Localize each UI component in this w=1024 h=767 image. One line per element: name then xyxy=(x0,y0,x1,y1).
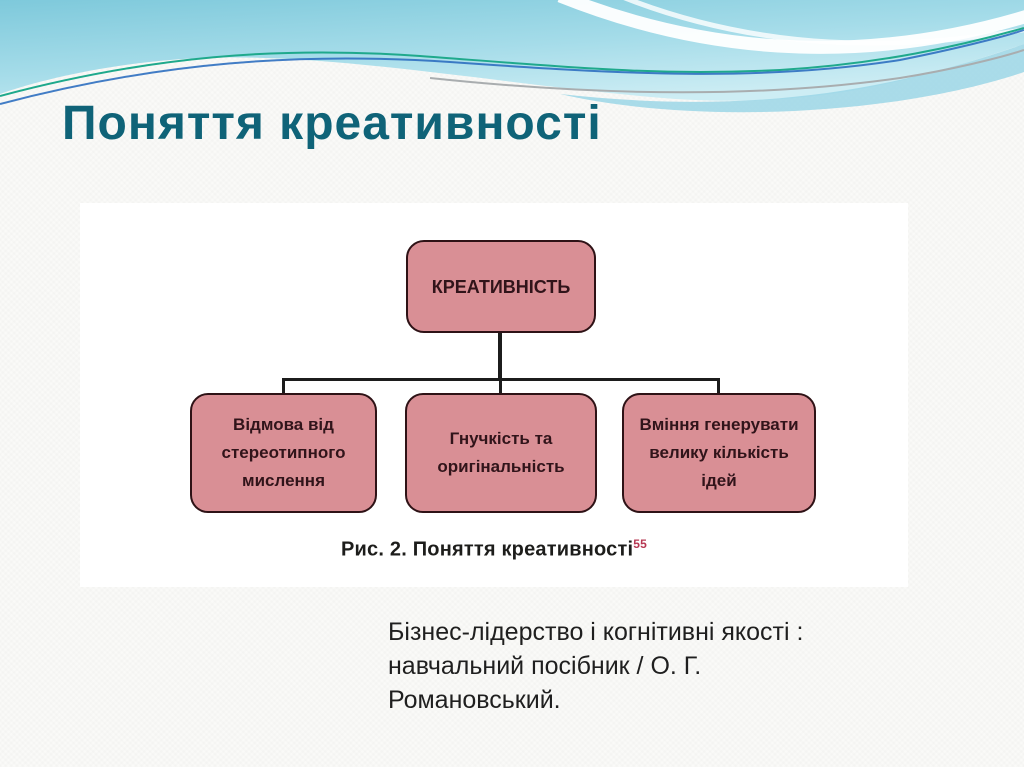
citation-line-3: Романовський. xyxy=(388,686,561,714)
connector-drop-right xyxy=(717,379,720,395)
slide-title: Поняття креативності xyxy=(62,97,602,150)
citation-line-1: Бізнес-лідерство і когнітивні якості : xyxy=(388,618,804,646)
citation-block: Бізнес-лідерство і когнітивні якості : н… xyxy=(388,615,858,717)
diagram-box-left-label: Відмова від стереотипного мислення xyxy=(221,415,346,490)
diagram-box-left: Відмова від стереотипного мислення xyxy=(190,393,377,513)
figure-caption-text: Рис. 2. Поняття креативності xyxy=(341,538,634,561)
citation-line-2: навчальний посібник / О. Г. xyxy=(388,652,702,680)
diagram-box-right: Вміння генерувати велику кількість ідей xyxy=(622,393,816,513)
connector-stem xyxy=(498,333,502,381)
figure-caption-footnote-ref: 55 xyxy=(633,537,647,551)
connector-drop-center xyxy=(499,379,502,395)
diagram-box-middle-label: Гнучкість та оригінальність xyxy=(437,429,565,476)
figure-caption: Рис. 2. Поняття креативності55 xyxy=(80,537,908,562)
diagram-root-box: КРЕАТИВНІСТЬ xyxy=(406,240,596,333)
diagram-box-right-label: Вміння генерувати велику кількість ідей xyxy=(639,415,799,490)
diagram-box-middle: Гнучкість та оригінальність xyxy=(405,393,597,513)
connector-drop-left xyxy=(282,379,285,395)
figure-panel: КРЕАТИВНІСТЬ Відмова від стереотипного м… xyxy=(80,203,908,587)
diagram-root-label: КРЕАТИВНІСТЬ xyxy=(431,276,571,297)
